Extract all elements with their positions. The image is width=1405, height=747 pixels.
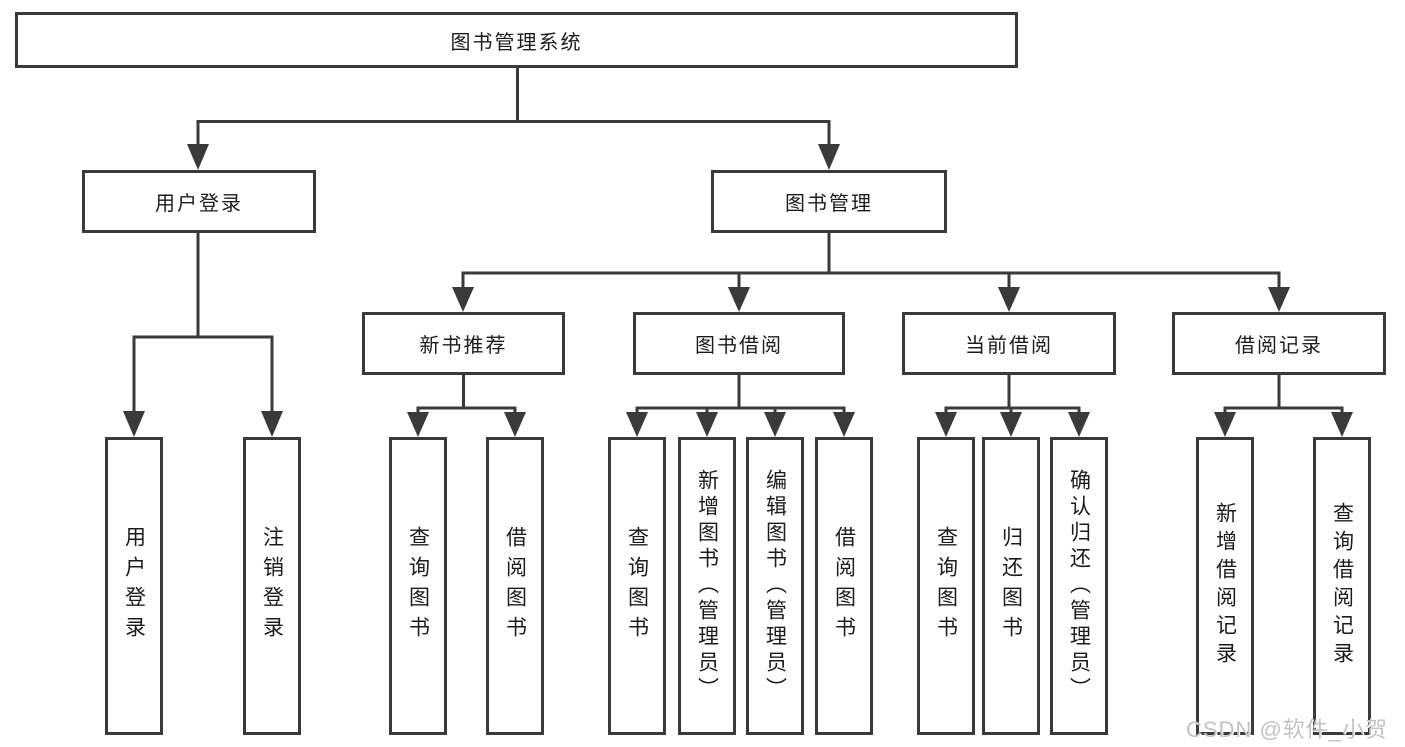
leaf-current-query: 查询图书 xyxy=(917,437,975,735)
connector-book-borrow-branch xyxy=(626,375,855,437)
connector-borrow-record-branch xyxy=(1214,375,1353,437)
leaf-borrow-query: 查询图书 xyxy=(608,437,666,735)
leaf-current-confirm: 确认归还（管理员） xyxy=(1050,437,1108,735)
connector-book-mgmt-branch xyxy=(452,233,1290,312)
leaf-record-query: 查询借阅记录 xyxy=(1313,437,1371,735)
connector-new-book-branch xyxy=(407,375,526,437)
leaf-borrow-borrow: 借阅图书 xyxy=(815,437,873,735)
leaf-new-book-borrow: 借阅图书 xyxy=(486,437,544,735)
leaf-borrow-add: 新增图书（管理员） xyxy=(678,437,736,735)
connector-current-borrow-branch xyxy=(935,375,1090,437)
leaf-new-book-query: 查询图书 xyxy=(389,437,447,735)
leaf-logout: 注销登录 xyxy=(243,437,301,735)
leaf-current-return: 归还图书 xyxy=(982,437,1040,735)
leaf-user-login: 用户登录 xyxy=(105,437,163,735)
node-book-mgmt: 图书管理 xyxy=(711,170,947,233)
node-user-login: 用户登录 xyxy=(82,170,316,233)
leaf-borrow-edit: 编辑图书（管理员） xyxy=(746,437,804,735)
node-borrow-record: 借阅记录 xyxy=(1172,312,1386,375)
node-current-borrow: 当前借阅 xyxy=(902,312,1116,375)
node-book-borrow: 图书借阅 xyxy=(633,312,845,375)
node-root: 图书管理系统 xyxy=(15,12,1018,68)
connector-user-login-branch xyxy=(123,233,283,437)
watermark: CSDN @软件_小贺同学 xyxy=(1186,717,1389,742)
node-new-book: 新书推荐 xyxy=(362,312,565,375)
leaf-record-add: 新增借阅记录 xyxy=(1196,437,1254,735)
connector-root-branch xyxy=(187,68,840,170)
